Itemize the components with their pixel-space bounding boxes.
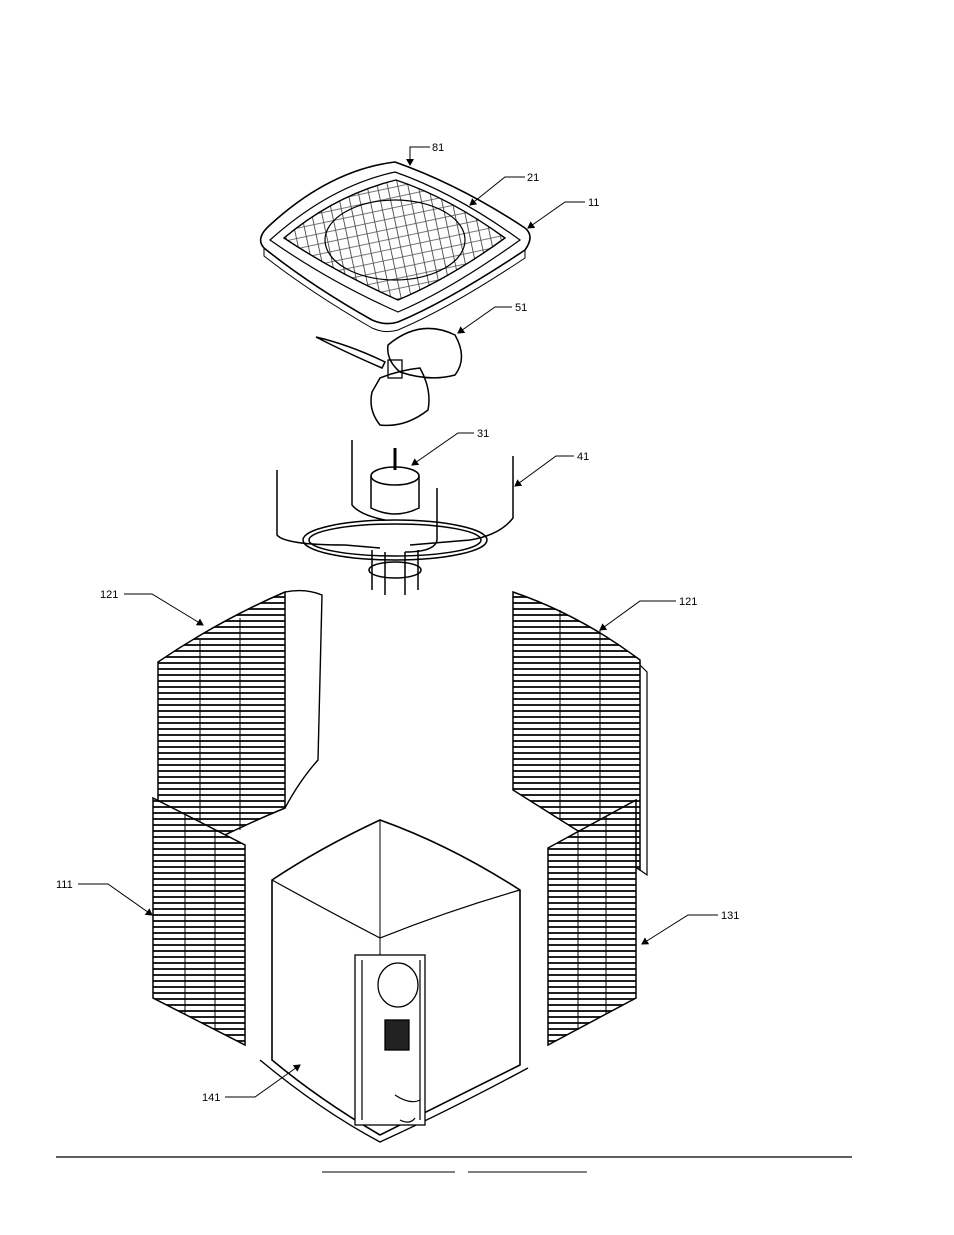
fan-blade-part	[316, 328, 462, 425]
callout-121-left: 121	[100, 589, 118, 601]
callout-121-right: 121	[679, 596, 697, 608]
callout-111: 111	[56, 879, 73, 891]
callout-131: 131	[721, 910, 739, 922]
callout-141: 141	[202, 1092, 220, 1104]
coil-panel-left-lower	[153, 798, 245, 1045]
base-cabinet-part	[260, 820, 528, 1142]
fan-grille-part	[284, 180, 505, 300]
callout-31: 31	[477, 428, 489, 440]
coil-panel-right-lower	[548, 800, 636, 1045]
callout-11: 11	[588, 197, 599, 209]
fan-motor-part	[371, 448, 419, 514]
callout-51: 51	[515, 302, 527, 314]
callout-81: 81	[432, 142, 444, 154]
callout-21: 21	[527, 172, 539, 184]
callout-41: 41	[577, 451, 589, 463]
